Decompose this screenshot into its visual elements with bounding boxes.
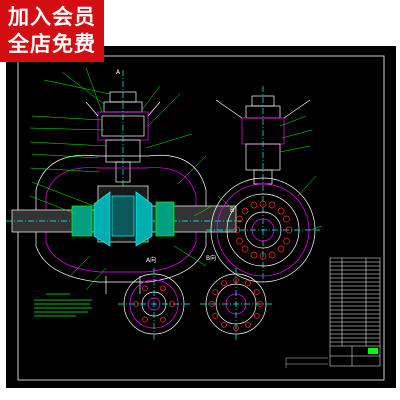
side-view — [206, 86, 320, 283]
view-a-label: A向 — [146, 256, 156, 264]
view-a — [118, 268, 190, 340]
view-b — [200, 268, 272, 340]
view-a-bolt-circle — [133, 285, 175, 323]
main-view-leaders — [29, 67, 213, 291]
promo-badge-line-1: 加入会员 — [8, 5, 96, 29]
side-view-marker: B — [230, 207, 234, 214]
parts-list-table — [329, 257, 381, 367]
cad-drawing-sheet: A B — [6, 46, 396, 388]
main-section-view — [6, 70, 242, 294]
view-b-bolt-circle — [209, 277, 263, 331]
technical-notes-block — [34, 293, 92, 317]
title-block-logo — [368, 348, 378, 354]
top-view-marker: A — [116, 69, 121, 76]
promo-badge-line-2: 全店免费 — [8, 32, 96, 56]
side-view-leaders — [217, 115, 323, 231]
title-block-rows — [285, 357, 328, 368]
cad-drawing: A B — [6, 55, 385, 381]
promo-badge[interactable]: 加入会员 全店免费 — [0, 0, 104, 62]
side-view-bolt-circle — [233, 200, 293, 260]
view-b-label: B向 — [206, 254, 216, 262]
